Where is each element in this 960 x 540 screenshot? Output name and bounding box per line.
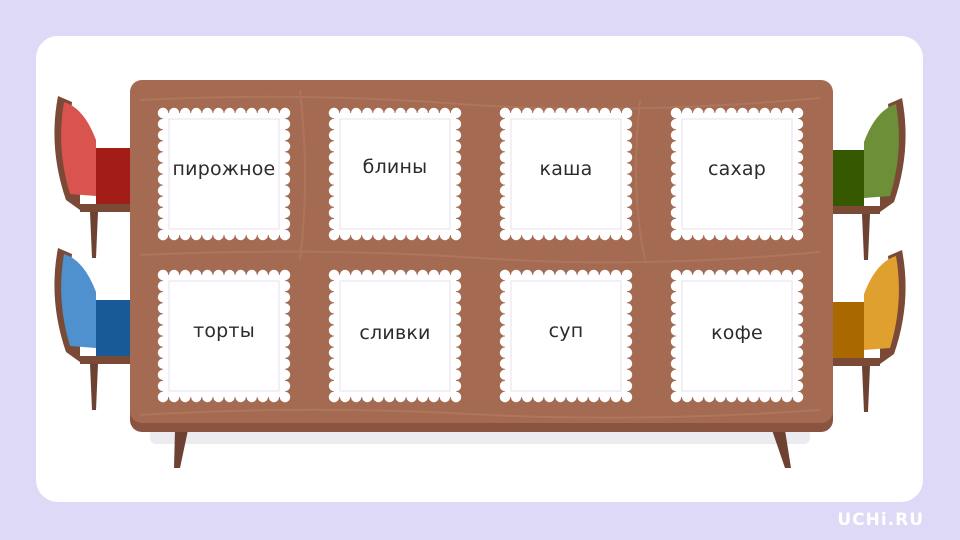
chairs xyxy=(54,96,906,412)
chair-right-top-part xyxy=(864,104,899,198)
napkin-shape xyxy=(670,269,804,403)
chair-left-bottom-part xyxy=(96,300,132,356)
chair-right-top-part xyxy=(828,150,864,206)
napkin-card[interactable]: блины xyxy=(327,106,463,242)
napkin-word: каша xyxy=(539,158,593,180)
table-leg-left xyxy=(174,430,188,468)
napkin-word: пирожное xyxy=(172,158,276,180)
napkin-word: сливки xyxy=(359,322,431,344)
napkin-shape xyxy=(328,107,462,241)
napkin-card[interactable]: кофе xyxy=(669,268,805,404)
chair-left-top-part xyxy=(61,102,96,196)
chair-left-bottom-part xyxy=(80,356,132,364)
napkin-word: блины xyxy=(362,156,428,178)
napkin-word: суп xyxy=(548,320,584,342)
napkin-card[interactable]: суп xyxy=(498,268,634,404)
napkin-shape xyxy=(499,107,633,241)
napkin-card[interactable]: торты xyxy=(156,268,292,404)
chair-left-top-part xyxy=(96,148,132,204)
chair-left-bottom xyxy=(54,248,132,410)
wood-grain xyxy=(139,89,821,419)
napkin-shape xyxy=(157,269,291,403)
chair-left-bottom-part xyxy=(61,254,96,348)
napkin-card[interactable]: сливки xyxy=(327,268,463,404)
chair-right-top-part xyxy=(828,206,880,214)
napkin-shape xyxy=(499,269,633,403)
napkin-card[interactable]: пирожное xyxy=(156,106,292,242)
chair-right-bottom xyxy=(828,250,906,412)
chair-left-bottom-part xyxy=(90,364,98,410)
chair-right-top-part xyxy=(862,214,870,260)
uchi-logo: UCHi.RU xyxy=(837,510,924,530)
chair-left-top xyxy=(54,96,132,258)
chair-right-bottom-part xyxy=(864,256,899,350)
table-leg-right xyxy=(772,430,791,468)
napkin-word: сахар xyxy=(707,158,767,180)
chair-right-bottom-part xyxy=(828,302,864,358)
napkin-card[interactable]: каша xyxy=(498,106,634,242)
chair-left-top-part xyxy=(90,212,98,258)
napkin-word: кофе xyxy=(711,322,763,344)
napkin-shape xyxy=(157,107,291,241)
napkin-word: торты xyxy=(193,320,255,342)
napkin-shape xyxy=(670,107,804,241)
chair-left-top-part xyxy=(80,204,132,212)
chair-right-bottom-part xyxy=(828,358,880,366)
napkin-shape xyxy=(328,269,462,403)
chair-right-bottom-part xyxy=(862,366,870,412)
chair-right-top xyxy=(828,98,906,260)
napkin-card[interactable]: сахар xyxy=(669,106,805,242)
